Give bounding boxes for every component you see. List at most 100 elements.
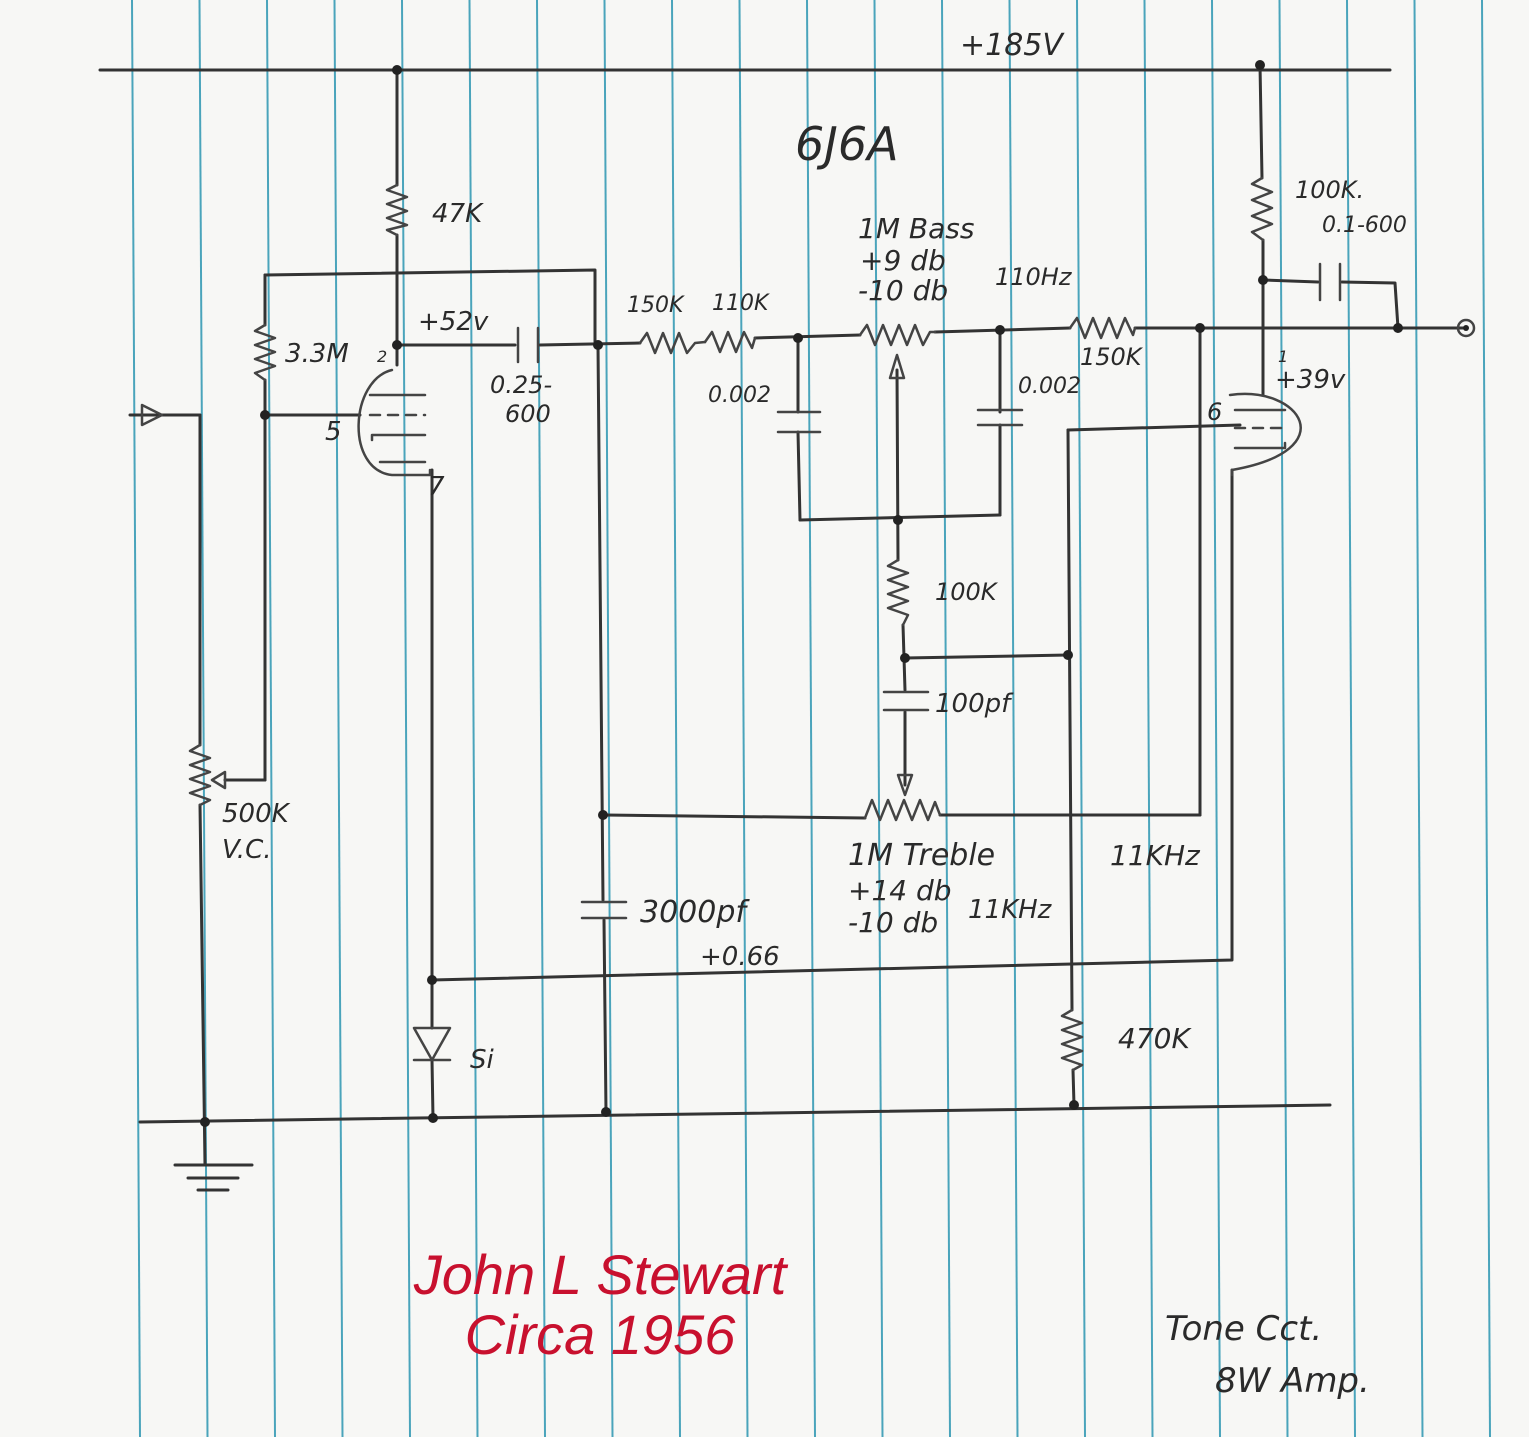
ruling-line bbox=[1346, 0, 1356, 1437]
bass-cut-label: -10 db bbox=[858, 274, 948, 307]
input-arrow-icon bbox=[140, 403, 164, 427]
ruling-line bbox=[1481, 0, 1491, 1437]
credit-date: Circa 1956 bbox=[464, 1303, 736, 1366]
wire bbox=[895, 368, 900, 562]
junction-dot bbox=[427, 975, 437, 985]
r-150k-a-label: 150K bbox=[627, 293, 685, 318]
ruling-line bbox=[333, 0, 344, 1437]
cathode-voltage-label: +0.66 bbox=[700, 942, 780, 972]
wire bbox=[753, 333, 862, 340]
junction-dot bbox=[893, 515, 903, 525]
volume-control-label: V.C. bbox=[222, 835, 272, 865]
c-bass-right-label: 0.002 bbox=[1018, 374, 1081, 399]
r-150k-b-label: 150K bbox=[1080, 343, 1144, 371]
tube-2-envelope bbox=[1228, 392, 1302, 477]
junction-dots bbox=[200, 60, 1403, 1127]
plate-1-voltage-label: +52v bbox=[418, 307, 489, 337]
tube-2-cathode bbox=[1233, 441, 1287, 450]
ruling-line bbox=[941, 0, 951, 1437]
wire bbox=[198, 803, 207, 1167]
wire bbox=[538, 341, 642, 347]
treble-cut-label: -10 db bbox=[848, 906, 938, 939]
output-terminal-icon bbox=[1456, 318, 1476, 338]
ruling-line bbox=[873, 0, 884, 1437]
junction-dot bbox=[392, 340, 402, 350]
junction-dot bbox=[995, 325, 1005, 335]
r-3m3-label: 3.3M bbox=[285, 339, 349, 369]
component-labels: +185V 6J6A 47K 3.3M 2 5 7 1 6 +52v 0.25-… bbox=[222, 28, 1407, 1401]
wire bbox=[1261, 278, 1320, 284]
junction-dot bbox=[598, 810, 608, 820]
ruling-line bbox=[198, 0, 209, 1437]
wire bbox=[1258, 63, 1264, 180]
ruling-line bbox=[1143, 0, 1154, 1437]
resistor-100k-plate bbox=[1250, 176, 1274, 242]
bass-freq-label: 110Hz bbox=[995, 263, 1073, 291]
wire bbox=[1066, 423, 1242, 432]
paper-ruling bbox=[131, 0, 1491, 1437]
wire bbox=[430, 1058, 435, 1120]
resistor-100k-mid bbox=[886, 558, 910, 627]
resistor-150k-a bbox=[638, 331, 707, 355]
junction-dot bbox=[260, 410, 270, 420]
junction-dot bbox=[1393, 323, 1403, 333]
ruling-line bbox=[1008, 0, 1019, 1437]
diode-label: Si bbox=[470, 1045, 495, 1075]
supply-voltage-label: +185V bbox=[960, 28, 1065, 63]
ruling-line bbox=[671, 0, 681, 1437]
wire bbox=[796, 430, 802, 522]
ruling-line bbox=[1076, 0, 1086, 1437]
plate-2-voltage-label: +39v bbox=[1275, 365, 1346, 395]
ruling-line bbox=[401, 0, 411, 1437]
ruling-line bbox=[738, 0, 749, 1437]
bass-boost-label: +9 db bbox=[860, 244, 946, 277]
junction-dot bbox=[793, 333, 803, 343]
tube-type-label: 6J6A bbox=[795, 117, 899, 171]
junction-dot bbox=[1069, 1100, 1079, 1110]
bass-pot bbox=[858, 323, 937, 347]
wire bbox=[263, 268, 597, 347]
ruling-line bbox=[266, 0, 276, 1437]
wire bbox=[602, 918, 608, 1114]
junction-dot bbox=[1258, 275, 1268, 285]
ruling-line bbox=[603, 0, 614, 1437]
pin-2-label: 2 bbox=[377, 347, 387, 366]
wire bbox=[1066, 428, 1074, 1012]
c-coupling-label-2: 600 bbox=[505, 400, 551, 428]
r-100k-mid-label: 100K bbox=[935, 578, 999, 606]
wire bbox=[903, 653, 1070, 660]
ruling-line bbox=[131, 0, 141, 1437]
treble-pot-label: 1M Treble bbox=[848, 838, 995, 873]
treble-freq-label: 11KHz bbox=[968, 895, 1053, 925]
output-terminal-dot bbox=[1463, 325, 1469, 331]
resistor-150k-b bbox=[1068, 316, 1137, 340]
ground-rail bbox=[138, 1103, 1332, 1124]
resistor-110k bbox=[703, 330, 757, 354]
pin-5-label: 5 bbox=[325, 417, 342, 447]
bass-pot-wiper bbox=[888, 353, 906, 380]
treble-freq-right-label: 11KHz bbox=[1110, 839, 1201, 872]
volume-pot-wiper bbox=[210, 770, 227, 790]
wire bbox=[1340, 280, 1400, 330]
wire bbox=[603, 813, 867, 820]
treble-pot bbox=[863, 798, 942, 822]
wire bbox=[430, 468, 1234, 982]
junction-dot bbox=[601, 1107, 611, 1117]
credit-author: John L Stewart bbox=[413, 1243, 787, 1306]
c-100pf-label: 100pf bbox=[935, 689, 1014, 719]
pin-6-label: 6 bbox=[1207, 398, 1222, 426]
ruling-line bbox=[1413, 0, 1424, 1437]
r-110k-label: 110K bbox=[712, 291, 770, 316]
junction-dot bbox=[428, 1113, 438, 1123]
junction-dot bbox=[900, 653, 910, 663]
ruling-line bbox=[536, 0, 546, 1437]
r-470k-label: 470K bbox=[1118, 1022, 1192, 1055]
note-line-1: Tone Cct. bbox=[1165, 1309, 1322, 1349]
pin-7-label: 7 bbox=[428, 472, 445, 502]
tube-1-envelope bbox=[357, 368, 432, 477]
r-100k-plate-label: 100K. bbox=[1295, 176, 1364, 204]
resistor-470k bbox=[1060, 1008, 1084, 1072]
ruling-line bbox=[1278, 0, 1289, 1437]
treble-boost-label: +14 db bbox=[848, 874, 952, 907]
